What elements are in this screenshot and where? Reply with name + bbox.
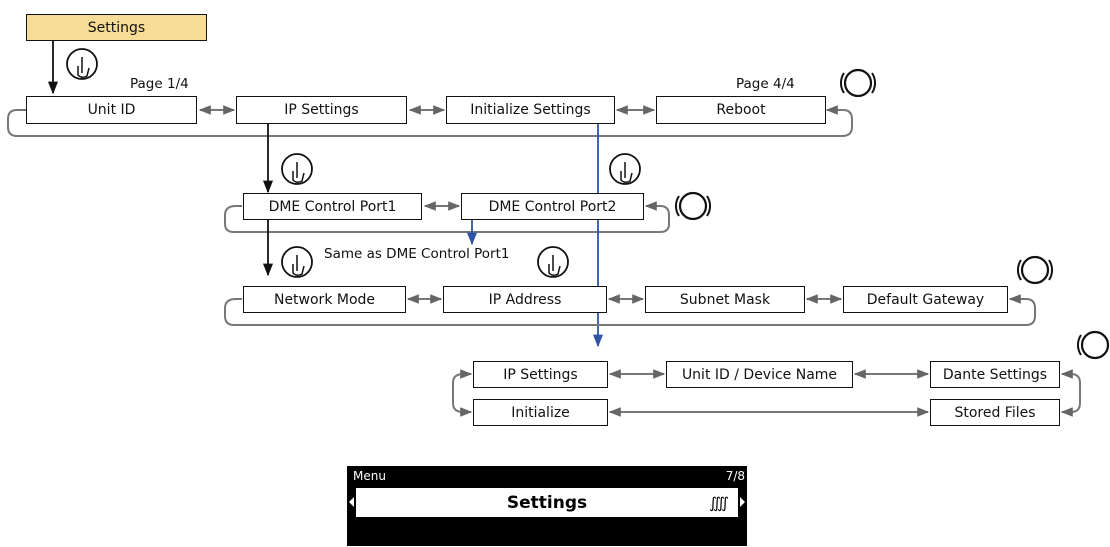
- init-unit-device-box[interactable]: Unit ID / Device Name: [666, 361, 853, 388]
- network-loop-line: [224, 294, 1036, 326]
- network-mode-box[interactable]: Network Mode: [243, 286, 406, 313]
- port1-box[interactable]: DME Control Port1: [243, 193, 422, 220]
- init-stored-files-box[interactable]: Stored Files: [930, 399, 1060, 426]
- menu-unit-id[interactable]: Unit ID: [26, 96, 197, 124]
- menu-ip-settings[interactable]: IP Settings: [236, 96, 407, 124]
- ports-loop-line: [224, 201, 670, 233]
- ip-address-box[interactable]: IP Address: [443, 286, 607, 313]
- right-link-dante-stored: [1060, 369, 1081, 417]
- push-knob-icon: [537, 246, 569, 278]
- lcd-right-arrow-icon: [740, 497, 745, 507]
- subnet-mask-box[interactable]: Subnet Mask: [645, 286, 805, 313]
- init-initialize-box[interactable]: Initialize: [473, 399, 608, 426]
- page-indicator-first: Page 1/4: [130, 76, 189, 92]
- menu-loop-line: [7, 105, 853, 137]
- lcd-menu-label: Menu: [353, 469, 386, 483]
- rotate-knob-icon: [839, 68, 877, 98]
- menu-reboot[interactable]: Reboot: [656, 96, 826, 124]
- rotate-knob-icon: [674, 191, 712, 221]
- push-knob-icon: [66, 48, 98, 80]
- default-gateway-box[interactable]: Default Gateway: [843, 286, 1008, 313]
- lcd-page-indicator: 7/8: [725, 469, 745, 483]
- menu-initialize-settings[interactable]: Initialize Settings: [446, 96, 615, 124]
- init-dante-settings-box[interactable]: Dante Settings: [930, 361, 1060, 388]
- lcd-title: Settings: [506, 492, 588, 513]
- lcd-left-arrow-icon: [349, 497, 354, 507]
- rotate-knob-icon: [1076, 330, 1110, 360]
- push-knob-icon: [281, 246, 313, 278]
- left-link-ip-initialize: [452, 369, 473, 417]
- rotate-knob-icon: [1016, 255, 1054, 285]
- page-indicator-last: Page 4/4: [736, 76, 795, 92]
- settings-icon: ⨌: [709, 494, 729, 512]
- init-ip-settings-box[interactable]: IP Settings: [473, 361, 608, 388]
- lcd-title-bar: Settings: [356, 488, 738, 517]
- port2-box[interactable]: DME Control Port2: [461, 193, 644, 220]
- lcd-display: Menu 7/8 Settings ⨌: [347, 466, 747, 546]
- same-as-port1-note: Same as DME Control Port1: [324, 246, 510, 262]
- push-knob-icon: [281, 153, 313, 185]
- root-settings[interactable]: Settings: [26, 14, 207, 41]
- push-knob-icon: [609, 153, 641, 185]
